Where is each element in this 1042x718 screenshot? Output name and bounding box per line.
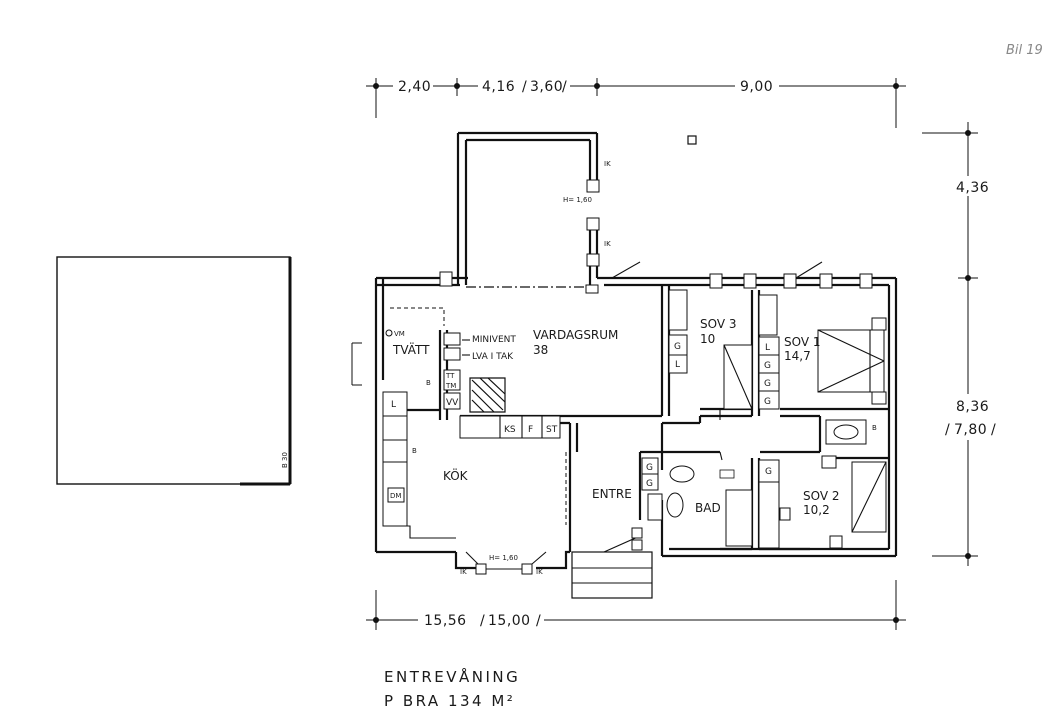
fireplace <box>469 377 506 413</box>
label-g-sov2: G <box>765 467 772 477</box>
dim-right-a: 4,36 <box>956 180 989 196</box>
label-g-sov1-3: G <box>764 397 771 407</box>
kitchen-windows <box>465 551 547 575</box>
plan-title: ENTREVÅNING <box>384 667 520 686</box>
bathroom-fixtures <box>641 451 753 547</box>
ik-label-1: IK <box>604 160 611 168</box>
tvatt-dashed-area <box>390 307 445 326</box>
ik-label-2: IK <box>604 240 611 248</box>
dim-top-c: 9,00 <box>740 79 773 95</box>
room-entre: ENTRE <box>592 487 632 501</box>
minivent-box <box>443 332 461 346</box>
label-g-sov1-1: G <box>764 361 771 371</box>
sov2-furniture <box>758 419 887 549</box>
label-lva-i-tak: LVA I TAK <box>472 352 514 362</box>
label-tt: TT <box>445 372 455 380</box>
room-sov2: SOV 2 <box>803 489 840 503</box>
lva-box <box>443 347 461 361</box>
room-sov1: SOV 1 <box>784 335 821 349</box>
label-g-sov3: G <box>674 342 681 352</box>
dim-top-a: 2,40 <box>398 79 431 95</box>
ik-label-3: IK <box>460 568 467 576</box>
kitchen-counter <box>382 391 561 539</box>
label-minivent: MINIVENT <box>472 335 516 345</box>
garage-label: B 30 <box>281 452 289 468</box>
top-dimension-line <box>366 76 906 128</box>
h160-label: H= 1,60 <box>489 554 518 562</box>
label-g-bad-2: G <box>646 479 653 489</box>
dim-top-b: 4,16 <box>482 79 515 95</box>
right-dimension-line <box>922 122 1002 566</box>
plan-area: P BRA 134 M² <box>384 692 515 710</box>
sheet-number: Bil 19 <box>1006 43 1042 58</box>
label-l-sov1: L <box>765 343 770 353</box>
dim-right-b-sep: / <box>945 422 950 438</box>
room-sov3-area: 10 <box>700 332 715 346</box>
room-sov3: SOV 3 <box>700 317 737 331</box>
room-sov2-area: 10,2 <box>803 503 830 517</box>
label-l-kitchen: L <box>391 400 396 410</box>
room-tvatt: TVÄTT <box>392 342 430 357</box>
dim-right-b-sep2: / <box>991 422 996 438</box>
sov3-furniture <box>668 289 753 420</box>
label-b-kitchen: B <box>412 447 417 455</box>
ik-label-4: IK <box>536 568 543 576</box>
label-st: ST <box>546 425 558 435</box>
label-ks: KS <box>504 425 516 435</box>
label-vm: VM <box>394 330 405 338</box>
label-g-bad-1: G <box>646 463 653 473</box>
patio-windows <box>585 179 600 294</box>
bottom-dimension-line <box>366 580 906 630</box>
dim-bottom: 15,56 <box>424 613 467 629</box>
label-dm: DM <box>390 492 401 500</box>
top-wall-openings <box>439 261 873 289</box>
room-vardagsrum: VARDAGSRUM <box>533 328 618 342</box>
sov1-furniture <box>758 294 887 410</box>
tvatt-fixtures <box>443 369 461 410</box>
label-vv: VV <box>446 398 459 408</box>
dim-top-b-sep2: / <box>562 79 567 95</box>
room-vardagsrum-area: 38 <box>533 343 548 357</box>
dim-bottom-sep2: / <box>536 613 541 629</box>
room-kok: KÖK <box>443 467 469 483</box>
label-f: F <box>528 425 533 435</box>
label-b-vent: B <box>426 379 431 387</box>
label-l-sov3: L <box>675 360 680 370</box>
label-b-sov: B <box>872 424 877 432</box>
dim-bottom-alt: 15,00 <box>488 613 531 629</box>
dim-right-b: 8,36 <box>956 399 989 415</box>
dim-bottom-sep: / <box>480 613 485 629</box>
label-g-sov1-2: G <box>764 379 771 389</box>
dim-top-b-sep: / <box>522 79 527 95</box>
tvatt-door-window <box>351 342 362 386</box>
dim-top-b-alt: 3,60 <box>530 79 563 95</box>
h160-top-label: H= 1,60 <box>563 196 592 204</box>
entrance-steps <box>571 527 653 599</box>
dim-right-b-alt: 7,80 <box>954 422 987 438</box>
garage-outline <box>56 256 292 486</box>
room-bad: BAD <box>695 501 721 515</box>
outdoor-post-icon <box>687 135 697 145</box>
label-tm: TM <box>445 382 456 390</box>
room-sov1-area: 14,7 <box>784 349 811 363</box>
